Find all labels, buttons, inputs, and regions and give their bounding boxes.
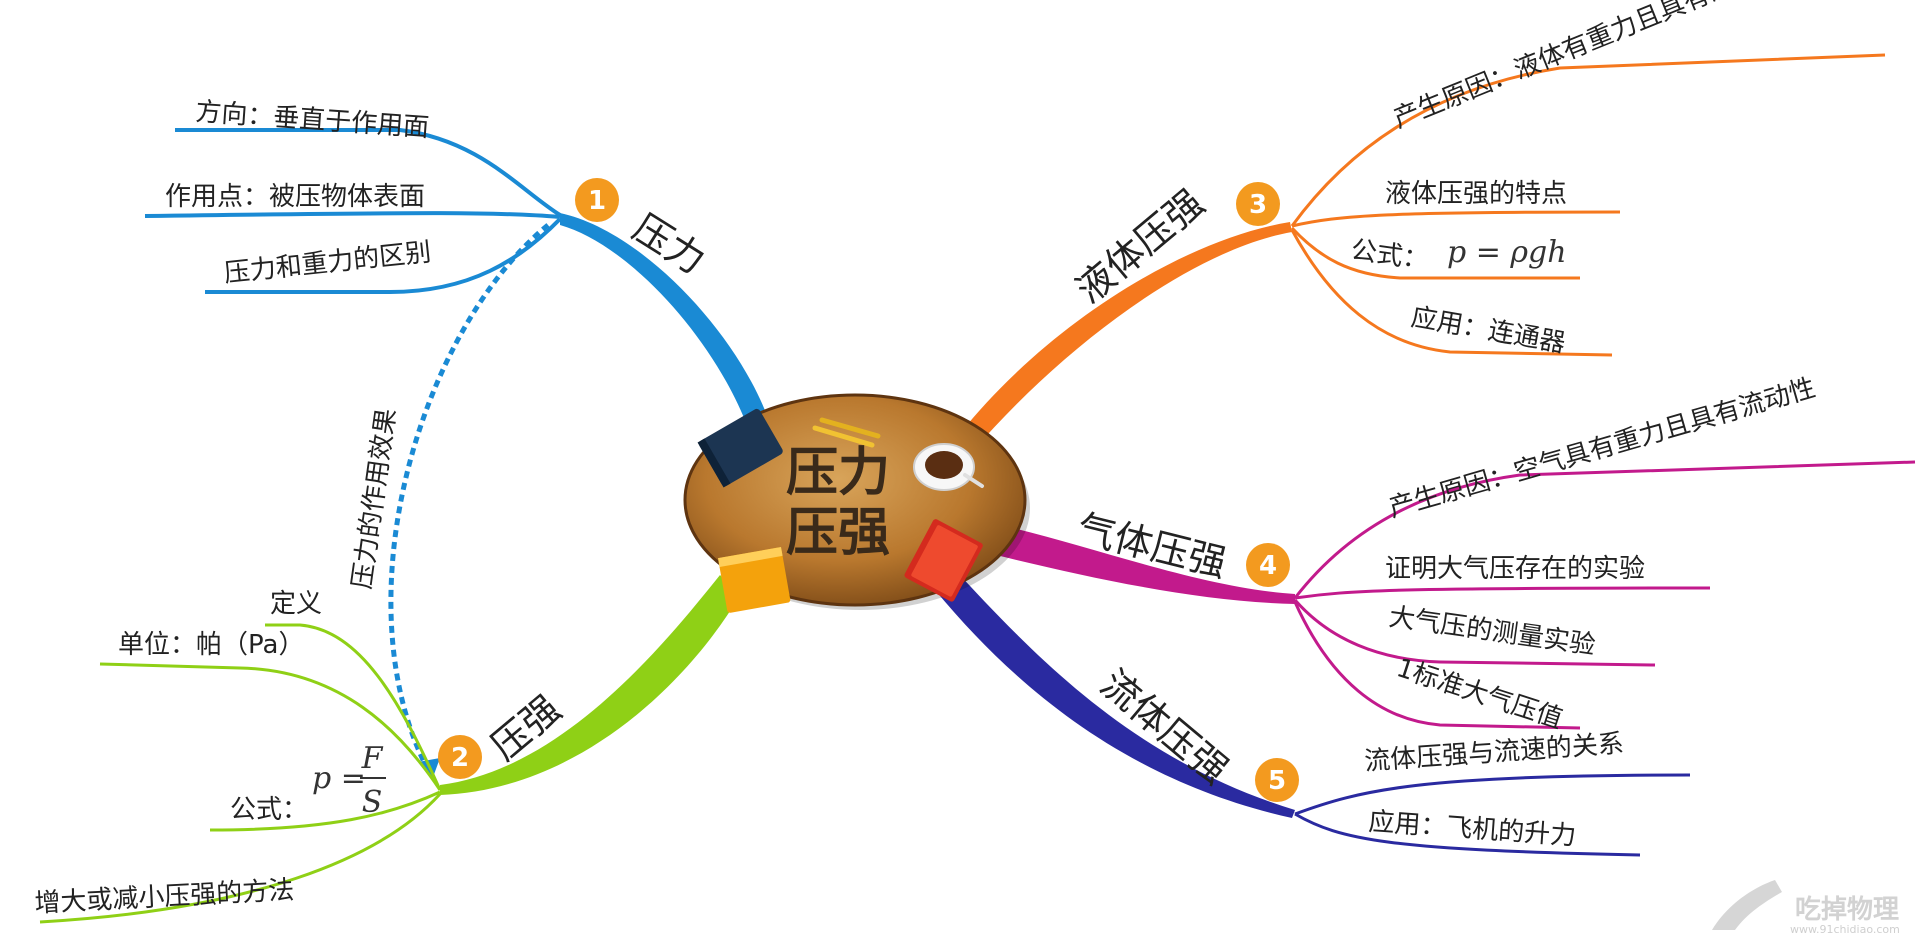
badge-4-number: 4 [1259, 551, 1277, 581]
red-book-icon [904, 519, 983, 602]
link-label: 压力的作用效果 [347, 407, 402, 591]
formula-lhs: p = [312, 761, 366, 796]
branch-1-twig-3 [205, 217, 562, 294]
branch-5-stem [935, 570, 1295, 818]
leaf-point-of-action: 作用点：被压物体表面 [165, 182, 425, 212]
branch-4-twig-3 [1293, 599, 1656, 667]
branch-2-stem [440, 575, 740, 795]
badge-4 [1246, 543, 1290, 587]
leaf-atmosphere-measure: 大气压的测量实验 [1387, 602, 1597, 661]
branch-4-twig-2 [1294, 586, 1711, 600]
badge-1 [575, 178, 619, 222]
badge-2-number: 2 [451, 743, 469, 773]
branch-4-stem [996, 525, 1295, 604]
branch-2-twig-3 [209, 790, 441, 832]
leaf-definition: 定义 [270, 589, 322, 619]
leaf-liquid-features: 液体压强的特点 [1385, 179, 1567, 209]
effect-link: 压力的作用效果 [347, 223, 550, 780]
formula-denominator: S [362, 785, 383, 820]
center-title-line-1: 压力 [786, 443, 890, 503]
watermark: 吃掉物理 www.91chidiao.com [1712, 880, 1900, 936]
watermark-logo-icon [1712, 880, 1782, 930]
formula-numerator: F [361, 741, 384, 776]
leaf-formula-label: 公式： [230, 795, 308, 825]
badge-1-number: 1 [588, 186, 606, 216]
branch-3-stem [955, 222, 1292, 452]
branch-fluid-pressure: 流体压强与流速的关系 应用：飞机的升力 5 流体压强 [935, 570, 1691, 857]
branch-2-twig-4 [39, 792, 442, 924]
center-title-line-2: 压强 [786, 503, 890, 563]
branch-1-twig-2 [144, 211, 561, 219]
branch-3-twig-4 [1290, 229, 1613, 357]
branch-pressure: 定义 单位：帕（Pa） 公式： p = F S 增大或减小压强的方法 2 压强 [34, 575, 740, 924]
branch-liquid-pressure: 产生原因：液体有重力且具有流动性 液体压强的特点 公式： p = ρgh 应用：… [955, 0, 1886, 452]
leaf-unit: 单位：帕（Pa） [118, 630, 304, 660]
badge-3-number: 3 [1249, 190, 1267, 220]
coffee-cup-icon [913, 443, 984, 491]
branch-4-twig-1 [1293, 460, 1916, 599]
branch-pressure-force: 方向：垂直于作用面 作用点：被压物体表面 压力和重力的区别 1 压力 [144, 97, 768, 428]
branch-5-twig-1 [1294, 773, 1691, 816]
liquid-formula: p = ρgh [1447, 235, 1567, 270]
leaf-gas-cause: 产生原因：空气具有重力且具有流动性 [1386, 373, 1819, 524]
leaf-force-vs-gravity: 压力和重力的区别 [223, 237, 433, 289]
badge-5 [1255, 758, 1299, 802]
branch-2-twig-1 [265, 623, 442, 791]
leaf-increase-decrease: 增大或减小压强的方法 [34, 875, 295, 919]
leaf-fluid-speed: 流体压强与流速的关系 [1363, 729, 1624, 777]
watermark-url: www.91chidiao.com [1790, 923, 1900, 936]
leaf-atmosphere-proof: 证明大气压存在的实验 [1385, 554, 1645, 584]
branch-5-twig-2 [1294, 812, 1641, 857]
watermark-name: 吃掉物理 [1795, 895, 1899, 925]
branch-3-twig-1 [1290, 53, 1886, 227]
branch-4-twig-4 [1293, 601, 1581, 730]
badge-2 [438, 735, 482, 779]
branch-1-twig-1 [175, 128, 562, 217]
badge-3 [1236, 182, 1280, 226]
branch-3-twig-3 [1290, 226, 1580, 280]
dashed-connector [388, 223, 550, 772]
leaf-liquid-formula-label: 公式： [1349, 235, 1430, 276]
leaf-direction: 方向：垂直于作用面 [195, 97, 431, 143]
branch-2-twig-2 [99, 662, 442, 791]
branch-3-twig-2 [1291, 210, 1621, 228]
pressure-formula: p = F S [312, 741, 386, 820]
notebook-icon [697, 408, 783, 488]
pencils-icon [812, 417, 881, 448]
branch-1-stem [560, 213, 768, 428]
badge-5-number: 5 [1268, 766, 1286, 796]
center-node: 压力 压强 [683, 393, 1030, 613]
orange-book-icon [717, 547, 791, 613]
